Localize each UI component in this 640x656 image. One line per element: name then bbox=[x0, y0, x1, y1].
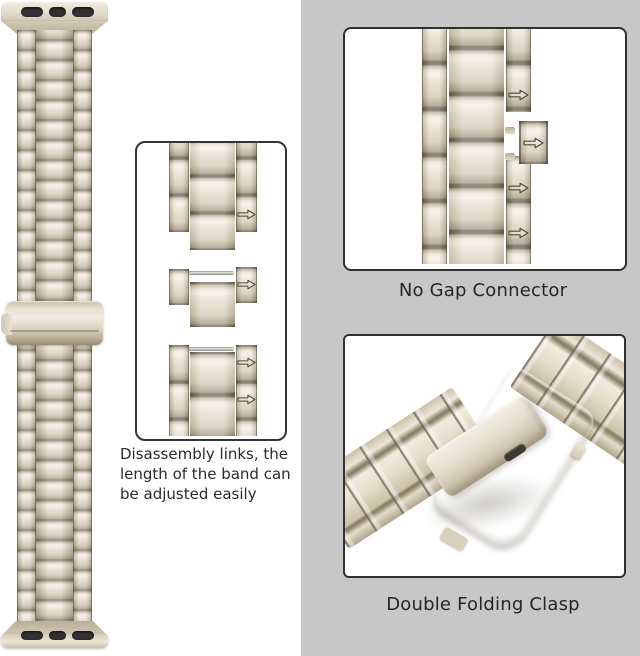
link-right bbox=[236, 267, 257, 303]
link-pin bbox=[188, 271, 234, 275]
pull-arrow-icon bbox=[508, 227, 529, 239]
pull-arrow-icon bbox=[523, 137, 544, 149]
pull-arrow-icon bbox=[237, 279, 256, 290]
link-left-column bbox=[169, 345, 189, 436]
adapter-slot bbox=[49, 7, 66, 17]
pull-arrow-icon bbox=[508, 182, 529, 194]
link-center-column bbox=[190, 143, 235, 250]
link-left-column bbox=[169, 143, 189, 232]
band-center-column bbox=[449, 29, 504, 264]
no-gap-box bbox=[343, 27, 627, 271]
connector-pin-tab bbox=[505, 153, 515, 160]
link-left bbox=[169, 269, 189, 305]
pull-arrow-icon bbox=[237, 394, 256, 405]
top-adapter bbox=[1, 2, 108, 22]
clasp-release-button bbox=[1, 312, 12, 335]
pull-arrow-icon bbox=[237, 209, 256, 220]
caption-line: be adjusted easily bbox=[120, 485, 257, 503]
link-center-column bbox=[190, 352, 235, 436]
link-pin bbox=[188, 347, 234, 351]
full-band-photo bbox=[0, 0, 112, 656]
caption-line: length of the band can bbox=[120, 465, 291, 483]
band-left-column bbox=[422, 29, 447, 264]
adapter-slot bbox=[21, 7, 43, 17]
adapter-slot bbox=[49, 631, 66, 640]
link-center-removed bbox=[190, 282, 235, 327]
clasp-seam bbox=[10, 330, 99, 332]
info-panel: No Gap Connector Double Folding Clasp bbox=[301, 0, 640, 656]
link-right-column bbox=[236, 143, 257, 232]
adapter-slot bbox=[21, 631, 43, 640]
adapter-slot bbox=[72, 631, 94, 640]
link-right-column bbox=[236, 345, 257, 436]
double-clasp-box bbox=[343, 334, 626, 578]
pull-arrow-icon bbox=[237, 357, 256, 368]
connector-pin-tab bbox=[505, 127, 515, 134]
caption-line: Disassembly links, the bbox=[120, 445, 289, 463]
folding-clasp-closed bbox=[1, 301, 103, 345]
double-clasp-label: Double Folding Clasp bbox=[386, 594, 580, 615]
bottom-adapter bbox=[1, 621, 108, 651]
pull-arrow-icon bbox=[508, 89, 529, 101]
adapter-slot bbox=[72, 7, 94, 17]
disassembly-box bbox=[135, 141, 287, 441]
no-gap-label: No Gap Connector bbox=[398, 280, 568, 301]
disassembly-caption: Disassembly links, the length of the ban… bbox=[120, 444, 330, 504]
